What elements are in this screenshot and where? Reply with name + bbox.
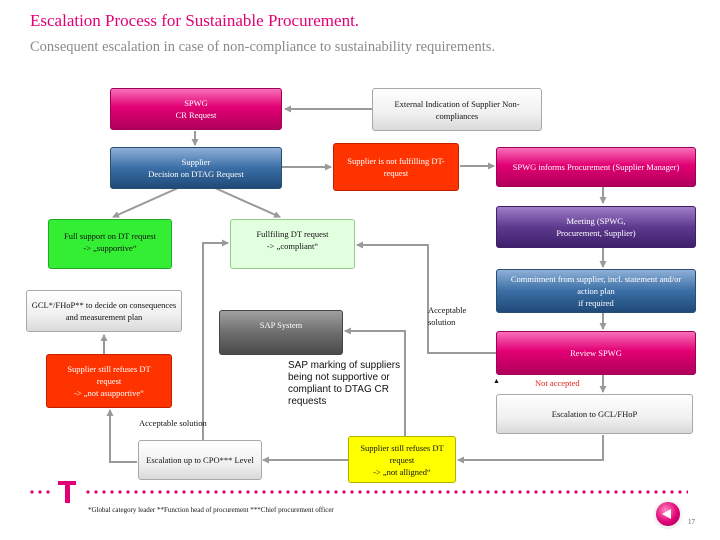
box-line: SPWG informs Procurement (Supplier Manag…: [512, 162, 680, 172]
acceptable-solution-left-label: Acceptable solution: [139, 418, 207, 428]
full-support-box: Full support on DT request -> „supportiv…: [48, 219, 172, 269]
box-line: and measurement plan: [65, 312, 143, 322]
escalation-cpo-box: Escalation up to CPO*** Level: [138, 440, 262, 480]
box-line: Escalation up to CPO*** Level: [146, 455, 254, 465]
arrow-escalation-gcl-to-still-refuses: [457, 435, 604, 464]
box-line: Commitment from supplier, incl. statemen…: [510, 274, 682, 284]
box-line: Full support on DT request: [64, 231, 156, 241]
not-fulfilling-box: Supplier is not fulfilling DT- request: [333, 143, 459, 191]
box-line: -> „not asupportive“: [74, 388, 144, 398]
back-arrow-icon: [662, 509, 671, 519]
page-title: Escalation Process for Sustainable Procu…: [30, 11, 360, 30]
arrow-review-to-fulfilling: [356, 241, 496, 354]
still-refuses-left-box: Supplier still refuses DT request -> „no…: [46, 354, 172, 408]
external-indication-box: External Indication of Supplier Non- com…: [372, 88, 542, 131]
commitment-box: Commitment from supplier, incl. statemen…: [496, 269, 696, 313]
meeting-box: Meeting (SPWG, Procurement, Supplier): [496, 206, 696, 248]
box-line: if required: [578, 298, 614, 308]
box-line: CR Request: [175, 110, 217, 120]
box-line: Escalation to GCL/FHoP: [551, 409, 638, 419]
not-accepted-label: Not accepted: [535, 378, 580, 388]
brand-dots-divider: [28, 490, 688, 494]
box-line: External Indication of Supplier Non-: [394, 98, 520, 109]
box-line: SAP System: [259, 320, 303, 330]
fulfilling-box: Fullfiling DT request -> „compliant“: [230, 219, 355, 269]
box-line: Decision on DTAG Request: [148, 169, 244, 179]
spwg-cr-request-box: SPWG CR Request: [110, 88, 282, 130]
spwg-informs-box: SPWG informs Procurement (Supplier Manag…: [496, 147, 696, 187]
box-line: Procurement, Supplier): [556, 228, 636, 238]
box-line: Supplier still refuses DT: [360, 442, 444, 453]
box-line: Fullfiling DT request: [256, 229, 329, 239]
page-number: 17: [688, 518, 695, 526]
footnote: *Global category leader **Function head …: [88, 506, 334, 514]
box-line: request: [389, 454, 415, 465]
back-button[interactable]: [656, 502, 680, 526]
acceptable-solution-right-label: Acceptable solution: [428, 304, 466, 328]
box-line: Supplier is not fulfilling DT-: [347, 156, 445, 166]
arrow-still-refuses-to-sap: [344, 327, 406, 436]
escalation-gcl-box: Escalation to GCL/FHoP: [496, 394, 693, 434]
box-line: SPWG: [184, 98, 208, 108]
box-line: Supplier still refuses DT: [67, 364, 151, 374]
arrow-decision-to-full-support: [112, 187, 179, 218]
sap-marking-note: SAP marking of suppliers being not suppo…: [288, 360, 401, 407]
telekom-logo-stem: [64, 481, 70, 503]
box-line: -> „not alligned“: [373, 466, 431, 477]
page-subtitle: Consequent escalation in case of non-com…: [30, 39, 496, 55]
supplier-decision-box: Supplier Decision on DTAG Request: [110, 147, 282, 189]
box-line: -> „supportive“: [83, 243, 137, 253]
box-line: request: [96, 376, 122, 386]
box-line: Supplier: [181, 157, 211, 167]
box-line: GCL*/FHoP** to decide on consequences: [31, 300, 177, 310]
box-line: Review SPWG: [570, 348, 622, 358]
sap-system-box: SAP System: [219, 310, 343, 355]
box-line: Meeting (SPWG,: [566, 216, 626, 226]
arrow-decision-to-fulfilling: [214, 187, 281, 218]
review-spwg-box: Review SPWG: [496, 331, 696, 375]
box-line: request: [383, 168, 409, 178]
box-line: -> „compliant“: [266, 241, 319, 251]
label-line: solution: [428, 317, 456, 327]
triangle-marker-icon: ▲: [493, 377, 500, 385]
box-line: compliances: [435, 110, 479, 121]
still-refuses-bottom-box: Supplier still refuses DT request -> „no…: [348, 436, 456, 483]
label-line: Acceptable: [428, 305, 467, 315]
gcl-fhop-decide-box: GCL*/FHoP** to decide on consequences an…: [26, 290, 182, 332]
arrow-cpo-to-fulfilling: [202, 239, 229, 440]
box-line: action plan: [577, 286, 615, 296]
arrow-cpo-to-still-refuses-left: [106, 409, 137, 463]
